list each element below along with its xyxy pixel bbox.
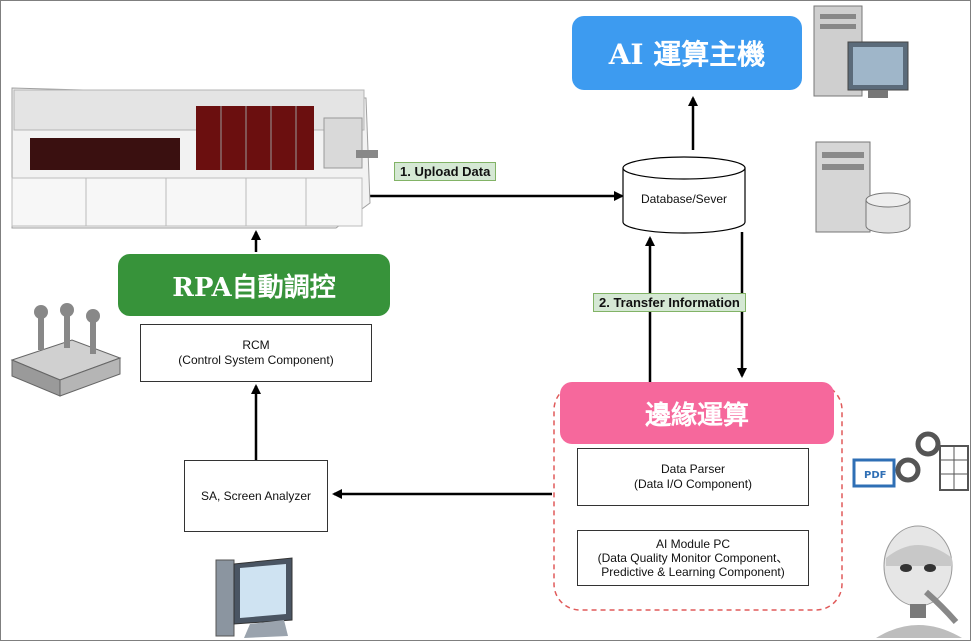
sa-box: SA, Screen Analyzer (184, 460, 328, 532)
ai-module-label: AI Module PC (655, 537, 731, 551)
server-computer-icon (813, 5, 909, 98)
transfer-information-tag: 2. Transfer Information (593, 293, 746, 312)
sa-label: SA, Screen Analyzer (200, 488, 312, 503)
rcm-box: RCM (Control System Component) (140, 324, 372, 382)
data-parser-description: (Data I/O Component) (633, 477, 753, 491)
robot-thinking-image (876, 525, 962, 638)
ai-module-box: AI Module PC (Data Quality Monitor Compo… (577, 530, 809, 586)
pdf-process-icon: PDF (852, 431, 969, 491)
factory-icon (10, 303, 122, 397)
rcm-label: RCM (242, 338, 270, 352)
database-cylinder (622, 156, 746, 234)
ai-module-description-2: Predictive & Learning Component) (601, 565, 785, 579)
machine-equipment-image (11, 87, 378, 229)
monitor-icon (215, 557, 293, 638)
svg-text:PDF: PDF (864, 470, 886, 481)
ai-module-description-1: (Data Quality Monitor Component、 (597, 551, 789, 565)
data-parser-label: Data Parser (660, 462, 726, 476)
upload-data-tag: 1. Upload Data (394, 162, 497, 181)
data-parser-box: Data Parser (Data I/O Component) (577, 448, 809, 506)
edge-title: 邊緣運算 (560, 382, 834, 444)
rpa-title: RPA自動調控 (118, 254, 390, 316)
rcm-description: (Control System Component) (178, 353, 334, 367)
database-label: Database/Sever (640, 192, 728, 206)
database-server-icon (815, 141, 911, 234)
ai-host-title: AI 運算主機 (572, 16, 802, 90)
